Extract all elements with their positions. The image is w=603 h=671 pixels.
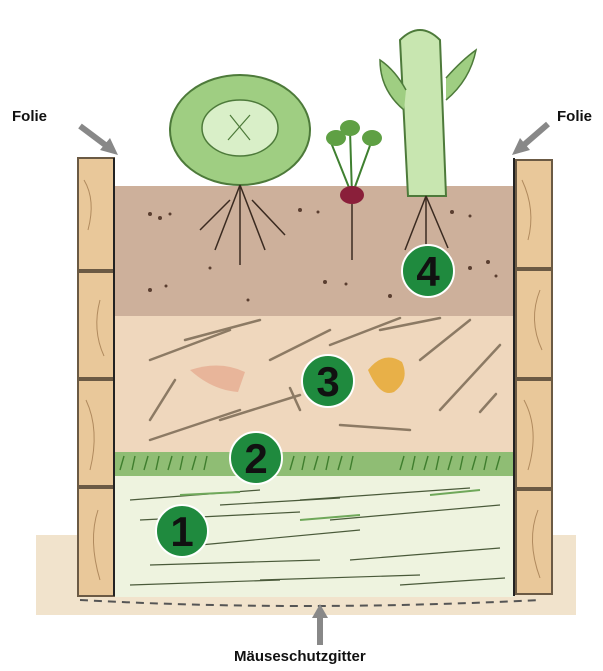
foil-arrow-left — [80, 126, 118, 155]
layer-number-1: 1 — [170, 508, 193, 555]
foil-label-right: Folie — [557, 108, 592, 125]
mouse-mesh-label: Mäuseschutzgitter — [234, 648, 366, 665]
layer-number-4: 4 — [416, 248, 440, 295]
left-wall — [78, 158, 114, 596]
layer-badge-2: 2 — [230, 432, 282, 484]
layer-badge-3: 3 — [302, 355, 354, 407]
layer-badge-1: 1 — [156, 505, 208, 557]
foil-label-left: Folie — [12, 108, 47, 125]
right-wall — [516, 160, 552, 594]
layer-badge-4: 4 — [402, 245, 454, 297]
layer-2-sods — [114, 448, 514, 476]
foil-arrow-right — [512, 124, 548, 155]
layer-4-topsoil — [114, 186, 514, 316]
layer-number-2: 2 — [244, 435, 267, 482]
layer-number-3: 3 — [316, 358, 339, 405]
